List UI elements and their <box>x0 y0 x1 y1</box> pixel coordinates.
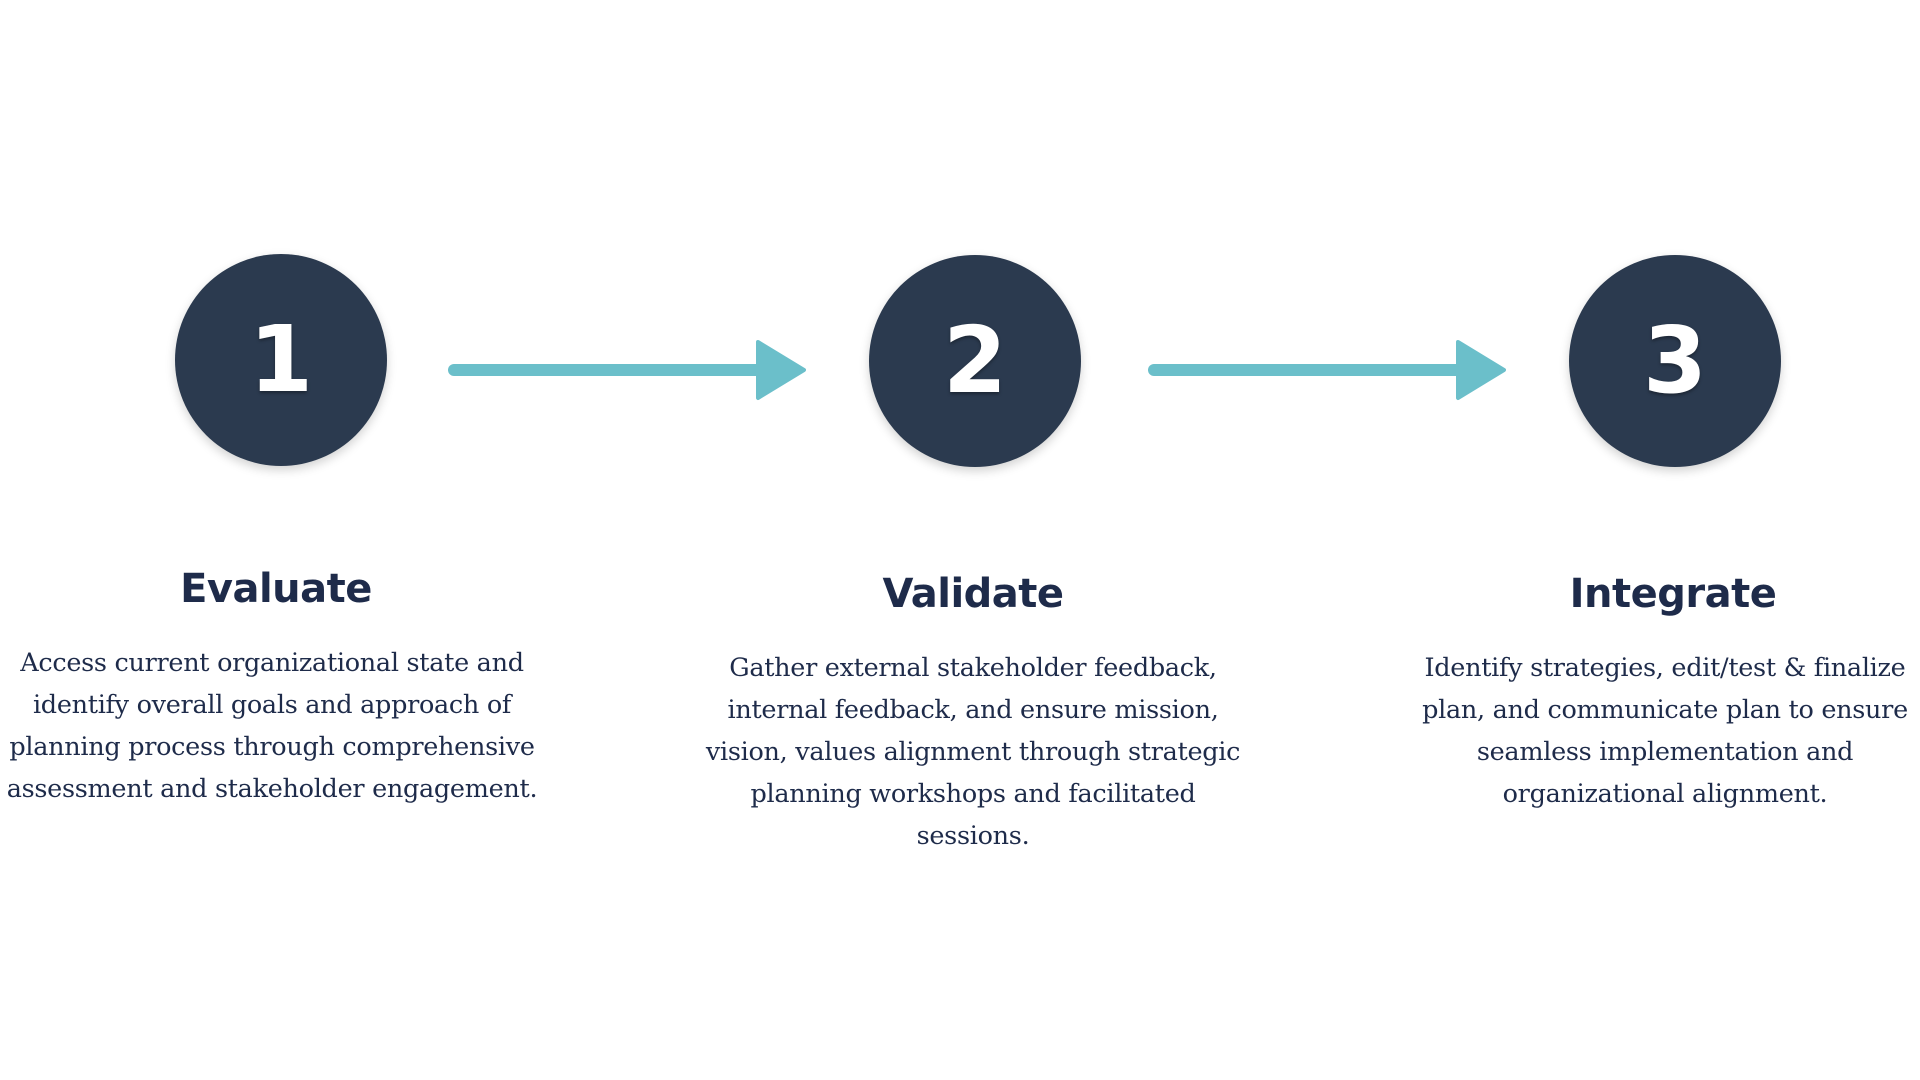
step-1-circle: 1 <box>175 254 387 466</box>
arrow-right-icon <box>1148 340 1506 400</box>
step-1-number: 1 <box>248 306 313 413</box>
step-2-number: 2 <box>942 307 1007 414</box>
step-1-description: Access current organizational state and … <box>6 648 538 804</box>
step-2-title: Validate <box>882 571 1064 617</box>
step-3-number: 3 <box>1642 307 1707 414</box>
step-1-title: Evaluate <box>180 566 372 612</box>
arrow-right-icon <box>448 340 806 400</box>
step-3-description: Identify strategies, edit/test & finaliz… <box>1422 653 1908 809</box>
step-2-circle: 2 <box>869 255 1081 467</box>
step-2-description: Gather external stakeholder feedback, in… <box>705 653 1241 851</box>
step-3-title: Integrate <box>1569 571 1777 617</box>
step-3-circle: 3 <box>1569 255 1781 467</box>
